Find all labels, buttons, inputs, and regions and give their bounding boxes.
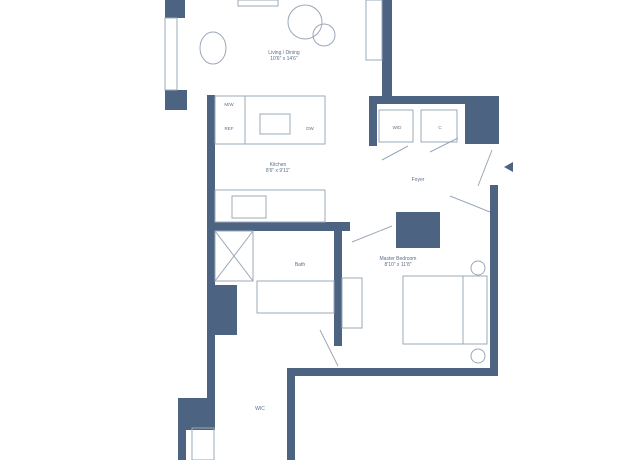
bedroom-dims: 8'10" x 11'8" xyxy=(384,262,412,268)
wic-label: WIC xyxy=(248,406,272,412)
window-left xyxy=(164,17,178,91)
kitchen-label: Kitchen 8'6" x 9'11" xyxy=(240,162,316,174)
foyer-name: Foyer xyxy=(411,177,425,183)
wd-box xyxy=(378,109,414,143)
round-table xyxy=(287,4,323,40)
microwave-label: M/W xyxy=(224,102,234,107)
door-swing-6 xyxy=(477,149,493,187)
closet-box xyxy=(420,109,458,143)
door-swing-3 xyxy=(319,329,339,367)
dining-table xyxy=(199,31,227,65)
round-chair xyxy=(312,23,336,47)
foyer-label: Foyer xyxy=(398,177,438,183)
wall-foyer-top xyxy=(369,96,499,104)
wall-wic-left xyxy=(178,400,186,460)
wic-shelf xyxy=(191,427,215,461)
shower-x2 xyxy=(214,230,254,282)
wall-living-left-pillar xyxy=(165,90,187,110)
wall-kitchen-bath xyxy=(215,222,350,231)
door-swing-1 xyxy=(351,225,393,243)
kitchen-dims: 8'6" x 9'11" xyxy=(265,168,291,174)
wall-south-left xyxy=(287,368,295,460)
bedroom-name: Master Bedroom xyxy=(379,256,417,262)
nightstand-bottom xyxy=(470,348,486,364)
living-room-dims: 10'6" x 14'6" xyxy=(270,56,298,62)
door-swing-2 xyxy=(449,195,491,213)
wall-north-right xyxy=(382,0,392,97)
wall-living-left-stub xyxy=(165,0,185,18)
bed xyxy=(402,275,488,345)
door-swing-4 xyxy=(381,145,409,161)
living-room-name: Living / Dining xyxy=(268,50,300,56)
dishwasher-label: DW xyxy=(306,126,314,131)
counter xyxy=(214,189,326,223)
stove xyxy=(231,195,267,219)
bath-label: Bath xyxy=(280,262,320,268)
walls xyxy=(165,0,499,460)
wall-east-upper xyxy=(490,185,498,375)
wall-wd-left xyxy=(369,96,377,146)
window-right xyxy=(365,0,383,61)
wall-west-block xyxy=(207,285,237,335)
kitchen-name: Kitchen xyxy=(269,162,287,168)
island xyxy=(214,95,326,145)
wall-south-top xyxy=(287,368,498,376)
wall-closet-block xyxy=(396,212,440,248)
entry-arrow-icon xyxy=(504,162,513,172)
wall-bath-bed xyxy=(334,231,342,346)
fixtures xyxy=(164,0,493,461)
door-swing-5 xyxy=(429,137,459,153)
wall-west-upper xyxy=(207,95,215,230)
closet-label: C xyxy=(438,125,442,130)
window-top xyxy=(237,0,279,7)
sink xyxy=(259,113,291,135)
vanity xyxy=(256,280,335,314)
refrigerator-label: REF xyxy=(224,126,234,131)
dresser xyxy=(341,277,363,329)
nightstand-top xyxy=(470,260,486,276)
shower xyxy=(214,230,254,282)
wic-name: WIC xyxy=(255,406,265,412)
wall-foyer-block xyxy=(465,96,499,144)
living-room-label: Living / Dining 10'6" x 14'6" xyxy=(244,50,324,62)
washer-dryer-label: W/D xyxy=(392,125,402,130)
bath-name: Bath xyxy=(294,262,306,268)
bedroom-label: Master Bedroom 8'10" x 11'8" xyxy=(360,256,436,268)
